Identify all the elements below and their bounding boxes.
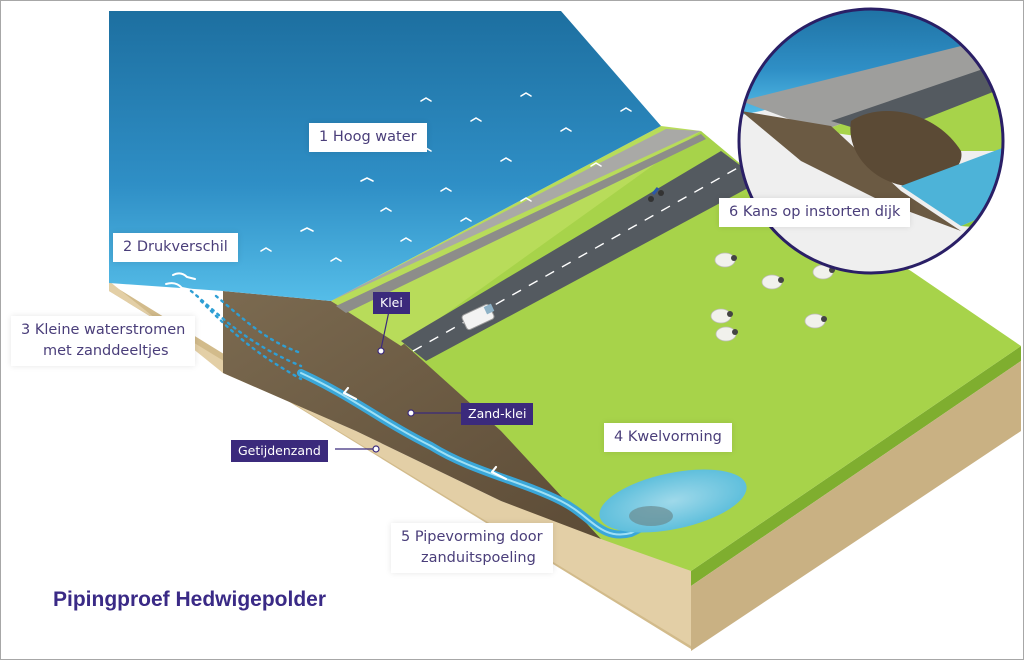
tag-tidal-sand: Getijdenzand: [231, 440, 328, 462]
callout-pipe-formation: 5 Pipevorming door zanduitspoeling: [391, 523, 553, 573]
callout-text: 2 Drukverschil: [123, 239, 228, 255]
callout-text: 3 Kleine waterstromen: [21, 322, 186, 338]
collapse-inset: [739, 9, 1003, 273]
seepage-stream-lines: [189, 289, 303, 381]
tag-text: Getijdenzand: [238, 443, 321, 458]
tag-sand-clay: Zand-klei: [461, 403, 534, 425]
tag-clay: Klei: [373, 292, 410, 314]
cyclist-icon: [648, 187, 664, 202]
grass-side-face: [691, 346, 1021, 586]
tag-text: Zand-klei: [468, 406, 527, 421]
callout-text: zanduitspoeling: [421, 550, 536, 566]
sea-water: [109, 11, 661, 301]
van-icon: [461, 303, 495, 331]
polder-grass: [391, 131, 1021, 571]
rock-revetment: [331, 129, 701, 301]
callout-text: 6 Kans op instorten dijk: [729, 204, 901, 220]
callout-dike-collapse: 6 Kans op instorten dijk: [719, 198, 911, 227]
diagram-title: Pipingproef Hedwigepolder: [53, 588, 327, 611]
callout-text: met zanddeeltjes: [43, 343, 169, 359]
pipe-flow-arrows: [342, 386, 508, 481]
callout-text: 5 Pipevorming door: [401, 529, 543, 545]
callout-seepage: 4 Kwelvorming: [604, 423, 732, 452]
callout-small-streams: 3 Kleine waterstromen met zanddeeltjes: [11, 316, 196, 366]
tag-text: Klei: [380, 295, 403, 310]
seagull-icon: [260, 92, 632, 262]
callout-text: 4 Kwelvorming: [614, 429, 722, 445]
callout-text: 1 Hoog water: [319, 129, 417, 145]
inset-circle-border: [737, 7, 1005, 275]
sheep-icon: [710, 252, 834, 342]
pressure-flow-arrows: [165, 272, 196, 291]
sand-side-face: [691, 361, 1021, 651]
callout-high-water: 1 Hoog water: [309, 123, 427, 152]
callout-pressure-difference: 2 Drukverschil: [113, 233, 238, 262]
